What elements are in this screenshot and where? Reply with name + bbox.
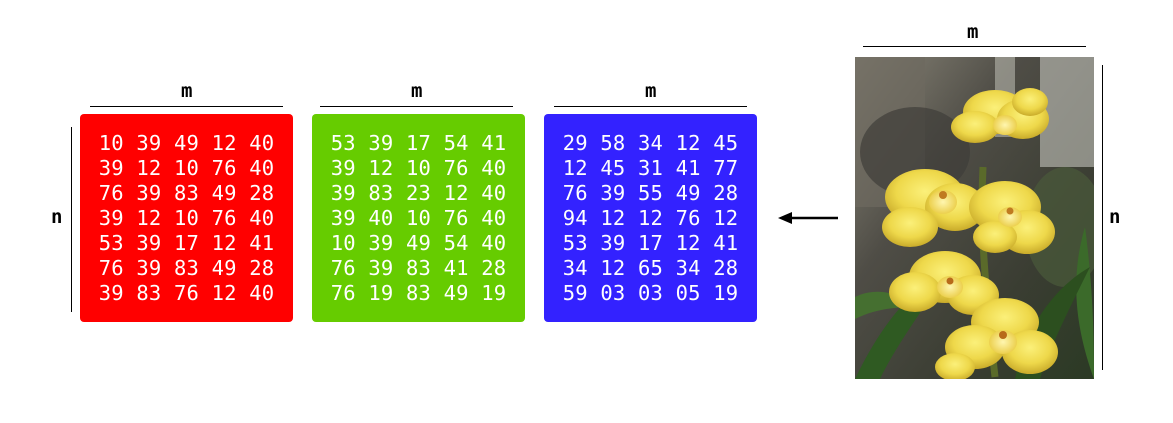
matrix-blue-width-line [554, 106, 747, 107]
matrix-row: 76 39 55 49 28 [562, 181, 739, 205]
photo-height-line [1102, 65, 1103, 370]
yellow-orchid-photo [855, 57, 1094, 379]
left-arrow-icon [778, 210, 840, 230]
matrix-row: 39 12 10 76 40 [98, 206, 275, 230]
matrix-row: 53 39 17 12 41 [562, 231, 739, 255]
matrix-row: 94 12 12 76 12 [562, 206, 739, 230]
green-channel-matrix: 53 39 17 54 41 39 12 10 76 40 39 83 23 1… [312, 114, 525, 322]
matrix-row: 76 19 83 49 19 [330, 281, 507, 305]
matrix-row: 29 58 34 12 45 [562, 131, 739, 155]
matrix-row: 39 83 76 12 40 [98, 281, 275, 305]
matrix-height-line [71, 127, 72, 312]
photo-width-line [863, 46, 1086, 47]
matrix-row: 39 12 10 76 40 [98, 156, 275, 180]
photo-height-label: n [1109, 206, 1121, 228]
matrix-green-width-line [320, 106, 513, 107]
matrix-row: 76 39 83 49 28 [98, 256, 275, 280]
matrix-row: 10 39 49 12 40 [98, 131, 275, 155]
matrix-red-width-label: m [181, 80, 193, 102]
blue-channel-matrix: 29 58 34 12 45 12 45 31 41 77 76 39 55 4… [544, 114, 757, 322]
matrix-green-width-label: m [411, 80, 423, 102]
matrix-row: 34 12 65 34 28 [562, 256, 739, 280]
matrix-row: 53 39 17 12 41 [98, 231, 275, 255]
matrix-row: 76 39 83 49 28 [98, 181, 275, 205]
matrix-height-label: n [51, 206, 63, 228]
matrix-row: 39 83 23 12 40 [330, 181, 507, 205]
matrix-row: 12 45 31 41 77 [562, 156, 739, 180]
matrix-row: 39 12 10 76 40 [330, 156, 507, 180]
matrix-row: 76 39 83 41 28 [330, 256, 507, 280]
matrix-red-width-line [90, 106, 283, 107]
matrix-row: 10 39 49 54 40 [330, 231, 507, 255]
matrix-row: 39 40 10 76 40 [330, 206, 507, 230]
matrix-row: 53 39 17 54 41 [330, 131, 507, 155]
matrix-row: 59 03 03 05 19 [562, 281, 739, 305]
red-channel-matrix: 10 39 49 12 40 39 12 10 76 40 76 39 83 4… [80, 114, 293, 322]
photo-width-label: m [967, 21, 979, 43]
matrix-blue-width-label: m [645, 80, 657, 102]
